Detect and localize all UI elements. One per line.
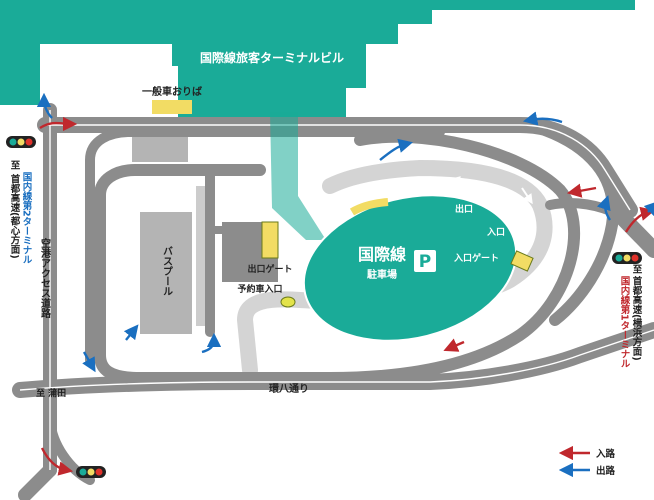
dropoff-marker bbox=[152, 100, 192, 114]
parking-ramp-band bbox=[236, 159, 553, 378]
walkway-connector bbox=[270, 112, 326, 240]
traffic-light-bottom bbox=[76, 466, 106, 478]
parking-subtitle: 駐車場 bbox=[367, 268, 397, 281]
legend-inbound-label: 入路 bbox=[595, 448, 616, 460]
terminal-name: 国際線旅客ターミナルビル bbox=[200, 50, 344, 65]
bus-pool-area bbox=[140, 212, 192, 334]
terminal-left-wing bbox=[0, 0, 40, 105]
outbound-arrows bbox=[36, 92, 654, 373]
right-direction-domestic: 国内線第1ターミナル bbox=[619, 276, 631, 368]
legend: 入路 出路 bbox=[558, 445, 616, 478]
bottom-direction-label: 至 蒲田 bbox=[36, 387, 66, 399]
traffic-light-right bbox=[612, 252, 642, 264]
entrance-gate-marker bbox=[510, 250, 534, 272]
left-direction-expressway: 首都高速(都心方面) bbox=[9, 173, 22, 258]
parking-p-icon bbox=[414, 250, 436, 272]
entrance-gate-label: 入口ゲート bbox=[453, 252, 499, 264]
ramp-flow-arrow-1 bbox=[450, 176, 471, 186]
reserved-entrance-label: 予約車入口 bbox=[237, 283, 282, 295]
traffic-light-left bbox=[6, 136, 36, 148]
reserved-entrance-marker bbox=[280, 296, 296, 308]
parking-entrance-label: 入口 bbox=[486, 227, 505, 238]
legend-outbound-label: 出路 bbox=[596, 465, 616, 477]
parking-p-icon-letter: P bbox=[419, 252, 431, 272]
left-direction-to: 至 bbox=[9, 160, 21, 170]
left-direction-domestic: 国内線第2ターミナル bbox=[21, 172, 33, 264]
bus-pool-label: バスプール bbox=[161, 246, 173, 296]
kanpachi-label: 環八通り bbox=[269, 383, 309, 395]
parking-exit-label: 出口 bbox=[455, 203, 473, 215]
parking-building bbox=[302, 194, 518, 342]
exit-gate-label: 出口ゲート bbox=[247, 263, 292, 275]
exit-gate-marker bbox=[261, 221, 279, 259]
access-road-label: 空港アクセス道路 bbox=[39, 237, 51, 319]
general-dropoff-label: 一般車おりば bbox=[142, 85, 202, 98]
right-direction-expressway: 首都高速(横浜方面) bbox=[631, 275, 644, 360]
right-direction-to: 至 bbox=[631, 264, 643, 274]
top-yellow-strip bbox=[349, 198, 389, 216]
ramp-flow-arrow-4 bbox=[521, 187, 533, 205]
parking-title: 国際線 bbox=[358, 245, 406, 264]
terminal-building bbox=[0, 0, 635, 120]
